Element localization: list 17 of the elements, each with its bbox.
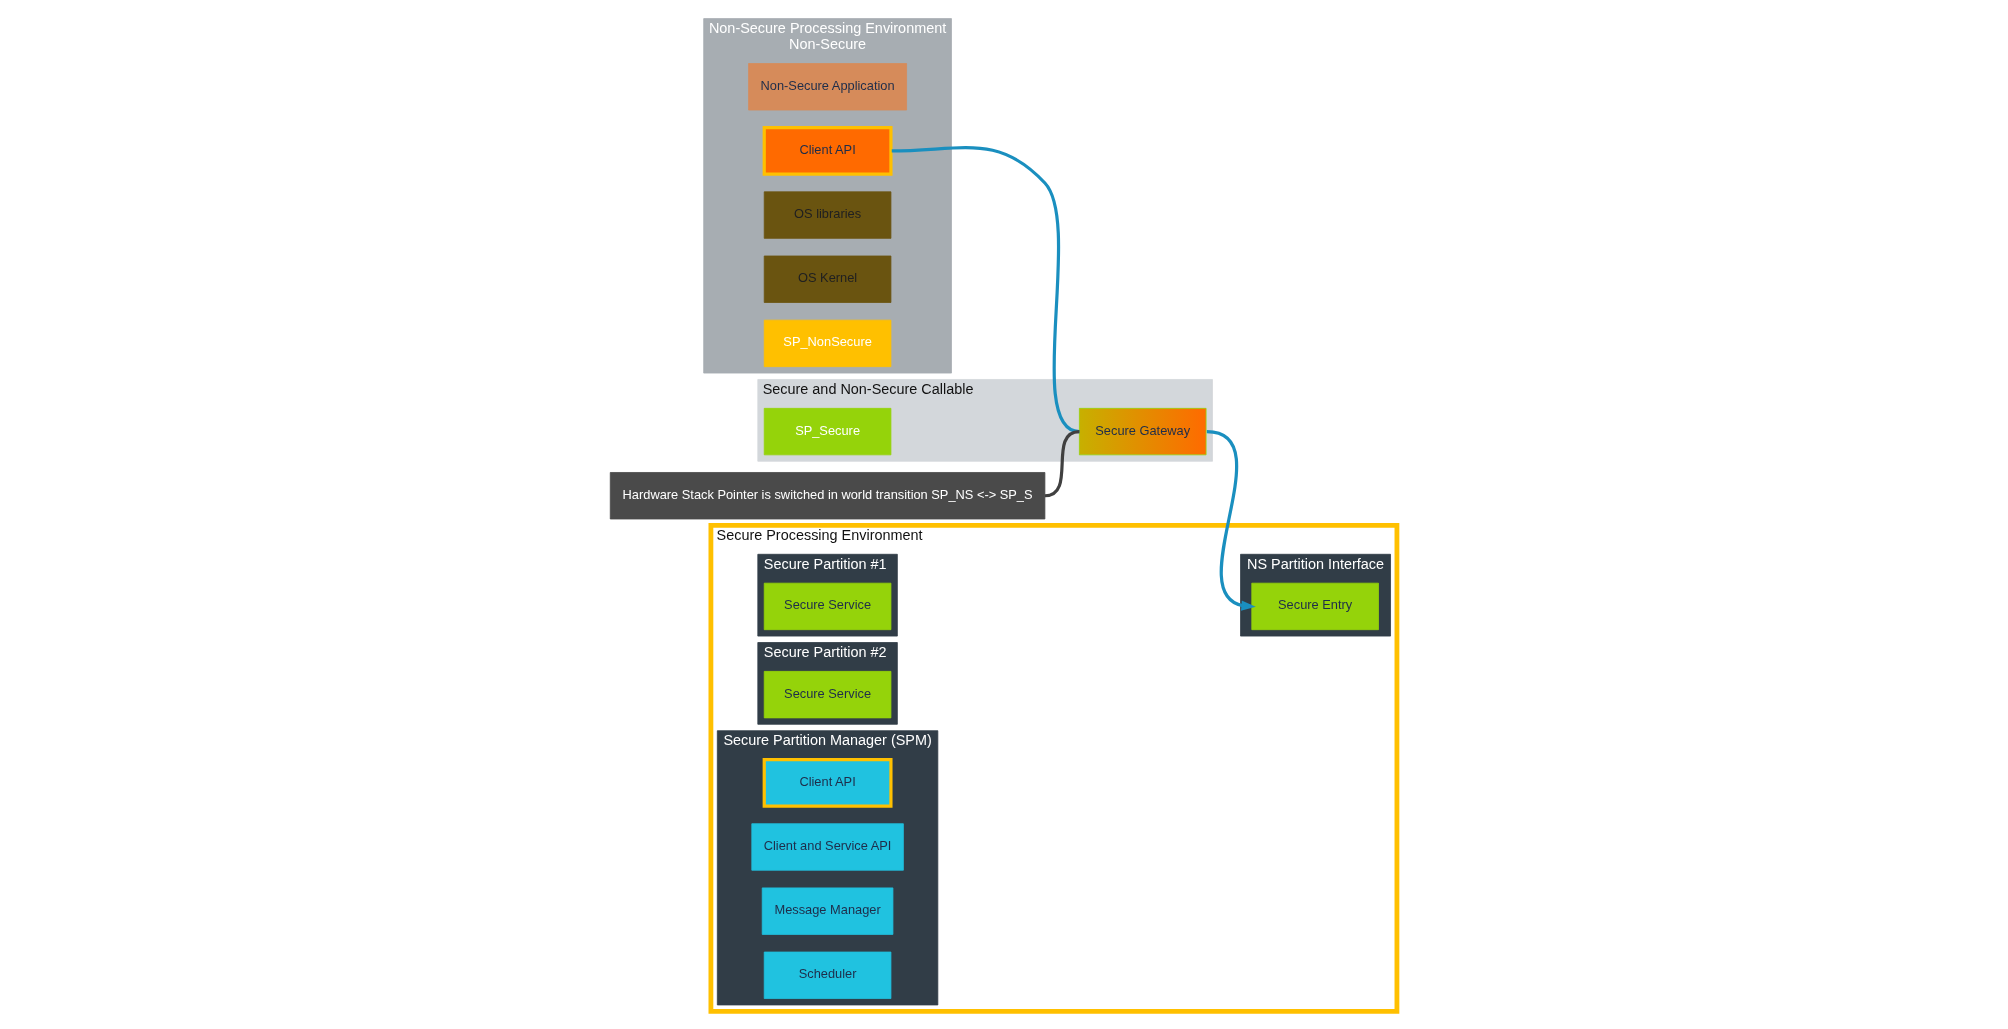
node-box: Secure Service xyxy=(763,582,892,630)
node-box: Hardware Stack Pointer is switched in world transition SP_NS <-> SP_S xyxy=(609,471,1046,519)
node-box: Secure Gateway xyxy=(1079,407,1207,455)
node-box: SP_NonSecure xyxy=(763,319,892,367)
node-box: Client API xyxy=(762,125,893,176)
node-box: Scheduler xyxy=(763,951,892,999)
node-box: OS Kernel xyxy=(763,255,892,303)
node-box: OS libraries xyxy=(763,190,892,239)
node-box: Client API xyxy=(762,757,893,808)
node-box: Secure Service xyxy=(763,670,892,718)
node-box: Non-Secure Application xyxy=(748,62,907,110)
connector xyxy=(1044,429,1080,497)
node-box: Message Manager xyxy=(761,887,894,935)
node-box: Secure Entry xyxy=(1251,582,1379,630)
node-box: Client and Service API xyxy=(751,822,904,871)
arrow xyxy=(1206,429,1256,611)
node-box: SP_Secure xyxy=(763,407,892,455)
